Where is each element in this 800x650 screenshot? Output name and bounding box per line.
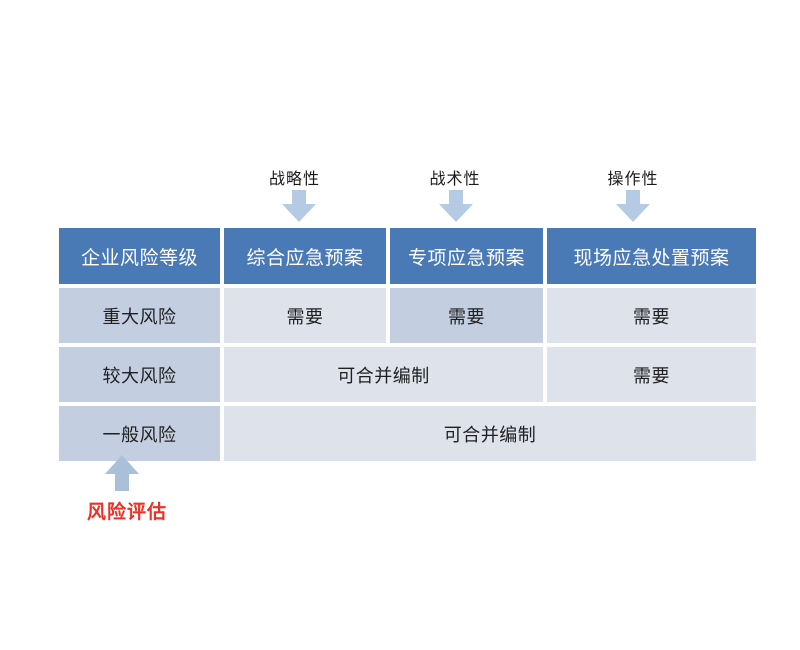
annotation-label-risk-assessment: 风险评估: [86, 501, 167, 523]
arrow-shaft: [292, 190, 306, 206]
arrow-shaft: [449, 190, 463, 206]
cell-major-onsite: 需要: [545, 286, 758, 345]
row-header-moderate-risk: 较大风险: [57, 345, 222, 404]
annotation-label-operational: 操作性: [607, 169, 659, 188]
down-arrow-icon: [616, 190, 650, 222]
cell-major-special: 需要: [388, 286, 545, 345]
column-header-onsite-plan: 现场应急处置预案: [545, 226, 758, 286]
column-header-comprehensive-plan: 综合应急预案: [222, 226, 388, 286]
up-arrow-icon: [105, 455, 139, 491]
cell-moderate-merged-plan: 可合并编制: [222, 345, 545, 404]
arrow-head: [439, 204, 473, 222]
cell-major-comprehensive: 需要: [222, 286, 388, 345]
row-header-major-risk: 重大风险: [57, 286, 222, 345]
arrow-shaft: [626, 190, 640, 206]
arrow-head: [616, 204, 650, 222]
table-row: 一般风险 可合并编制: [57, 404, 758, 463]
table-row: 重大风险 需要 需要 需要: [57, 286, 758, 345]
row-header-general-risk: 一般风险: [57, 404, 222, 463]
arrow-shaft: [115, 473, 129, 491]
down-arrow-icon: [439, 190, 473, 222]
arrow-head: [105, 455, 139, 474]
column-header-special-plan: 专项应急预案: [388, 226, 545, 286]
table-header-row: 企业风险等级 综合应急预案 专项应急预案 现场应急处置预案: [57, 226, 758, 286]
arrow-head: [282, 204, 316, 222]
cell-moderate-onsite: 需要: [545, 345, 758, 404]
table-row: 较大风险 可合并编制 需要: [57, 345, 758, 404]
cell-general-merged-plan: 可合并编制: [222, 404, 758, 463]
annotation-label-tactical: 战术性: [429, 169, 481, 188]
risk-plan-matrix-table: 企业风险等级 综合应急预案 专项应急预案 现场应急处置预案 重大风险 需要 需要…: [57, 226, 758, 463]
annotation-label-strategic: 战略性: [268, 169, 320, 188]
down-arrow-icon: [282, 190, 316, 222]
column-header-risk-level: 企业风险等级: [57, 226, 222, 286]
